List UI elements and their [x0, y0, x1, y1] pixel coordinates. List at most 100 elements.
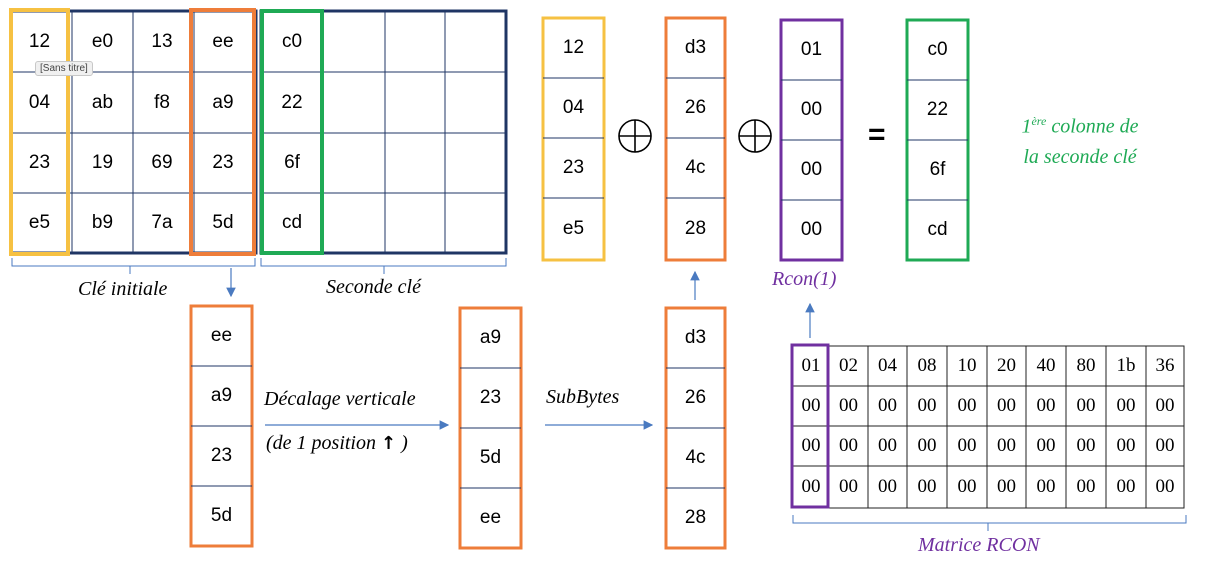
col-shifted-cell: ee — [479, 507, 502, 528]
xor-operator-2 — [738, 119, 772, 153]
col-subbytes-result-cell: 26 — [684, 97, 707, 118]
col-first-cell: 23 — [562, 157, 585, 178]
rcon-matrix-cell: 00 — [1036, 435, 1056, 456]
initial-key-cell: b9 — [91, 212, 114, 233]
subbytes-label: SubBytes — [546, 386, 620, 408]
col-shifted-cell: a9 — [479, 327, 502, 348]
initial-key-cell: 69 — [151, 152, 173, 173]
rcon-matrix-cell: 1b — [1116, 355, 1136, 376]
rcon-matrix-cell: 00 — [801, 476, 821, 497]
rcon-matrix-cell: 00 — [1116, 435, 1136, 456]
col-rcon-box — [779, 18, 844, 262]
rcon-matrix-cell: 00 — [957, 476, 977, 497]
rcon-matrix-cell: 02 — [839, 355, 858, 376]
rcon-matrix-cell: 00 — [1155, 395, 1175, 416]
initial-key-last-col-highlight — [189, 8, 256, 256]
rcon-matrix-cell: 00 — [839, 476, 858, 497]
shift-label-prefix: (de 1 position — [266, 432, 376, 454]
col-shifted-cell: 23 — [479, 387, 502, 408]
rcon-matrix-cell: 20 — [997, 355, 1016, 376]
second-key-brace — [260, 258, 507, 274]
col-subbytes-cell: d3 — [684, 327, 707, 348]
result-caption-line1: 1ère colonne de — [990, 106, 1170, 142]
col-first-cell: e5 — [562, 218, 585, 239]
col-subbytes-cell: 28 — [684, 507, 707, 528]
rcon-matrix-cell: 00 — [839, 435, 858, 456]
initial-key-cell: 5d — [212, 212, 234, 233]
col-result-cell: cd — [927, 219, 948, 240]
col-subbytes-cell: 4c — [685, 447, 706, 468]
col-shifted-cell: 5d — [479, 447, 502, 468]
col-last-cell: 23 — [210, 445, 233, 466]
col-rcon-cell: 01 — [800, 39, 823, 60]
col-first-cell: 04 — [562, 97, 585, 118]
rcon-matrix-cell: 04 — [878, 355, 897, 376]
col-rcon-cell: 00 — [800, 159, 823, 180]
rcon-matrix-cell: 00 — [917, 435, 937, 456]
rcon-matrix-cell: 00 — [957, 395, 977, 416]
second-key-cell: 6f — [284, 152, 300, 173]
rcon-matrix-cell: 00 — [1036, 395, 1056, 416]
rcon-matrix-cell: 00 — [839, 395, 858, 416]
col-rcon-cell: 00 — [800, 99, 823, 120]
rcon-matrix-cell: 00 — [1076, 435, 1096, 456]
rcon-matrix-cell: 00 — [997, 435, 1016, 456]
rcon-matrix-cell: 00 — [917, 476, 937, 497]
col-result-cell: 22 — [926, 99, 949, 120]
col-last-cell: 5d — [210, 505, 233, 526]
initial-key-cell: 7a — [151, 212, 173, 233]
result-caption: 1ère colonne de la seconde clé — [990, 106, 1170, 172]
rcon-matrix-cell: 40 — [1036, 355, 1056, 376]
rcon-matrix-first-col-highlight — [790, 343, 830, 509]
initial-key-cell: 13 — [151, 30, 173, 52]
rcon-matrix-cell: 00 — [878, 395, 897, 416]
rcon-matrix-cell: 36 — [1155, 355, 1175, 376]
second-key-cell: c0 — [281, 31, 303, 52]
col-subbytes-result-box — [664, 16, 727, 262]
col-last-cell: a9 — [210, 385, 233, 406]
col-result-cell: 6f — [929, 159, 946, 180]
col-shifted-box — [458, 306, 523, 550]
second-key-cell: cd — [281, 212, 303, 233]
rcon-matrix-cell: 00 — [1155, 476, 1175, 497]
rcon-matrix-cell: 00 — [1076, 395, 1096, 416]
rcon-matrix-brace — [792, 515, 1187, 531]
initial-key-cell: f8 — [154, 91, 170, 113]
rcon-matrix-cell: 01 — [801, 355, 821, 376]
initial-key-cell: ee — [212, 30, 234, 52]
col-last-cell: ee — [210, 325, 233, 346]
initial-key-first-col-highlight — [9, 8, 70, 256]
initial-key-cell: e5 — [28, 212, 51, 233]
col-result-cell: c0 — [927, 39, 948, 60]
col-subbytes-cell: 26 — [684, 387, 707, 408]
rcon-matrix-cell: 80 — [1076, 355, 1096, 376]
second-key-cell: 22 — [281, 91, 303, 113]
col-subbytes-result-cell: d3 — [684, 37, 707, 58]
result-caption-line2: la seconde clé — [1023, 145, 1137, 168]
rcon-matrix-cell: 00 — [1036, 476, 1056, 497]
col-subbytes-result-cell: 4c — [685, 157, 706, 178]
rcon-matrix-cell: 00 — [997, 395, 1016, 416]
up-arrow-icon: ↑ — [381, 433, 397, 454]
initial-key-cell: ab — [91, 91, 114, 113]
initial-key-cell: 23 — [28, 152, 51, 173]
rcon-matrix-cell: 08 — [917, 355, 937, 376]
rcon-matrix-cell: 00 — [997, 476, 1016, 497]
initial-key-cell: 23 — [212, 152, 234, 173]
rcon-label: Rcon(1) — [772, 268, 837, 290]
rcon-matrix-cell: 00 — [1155, 435, 1175, 456]
result-caption-sup: ère — [1031, 114, 1047, 128]
rcon-matrix-label: Matrice RCON — [918, 534, 1040, 556]
shift-label-line1: Décalage verticale — [264, 388, 416, 410]
tooltip: [Sans titre] — [35, 61, 93, 76]
initial-key-cell: 04 — [28, 91, 51, 113]
col-last-box — [189, 304, 254, 548]
col-rcon-cell: 00 — [800, 219, 823, 240]
result-caption-prefix: 1 — [1021, 115, 1032, 138]
rcon-matrix-cell: 00 — [878, 435, 897, 456]
rcon-matrix-cell: 00 — [1116, 395, 1136, 416]
rcon-matrix-cell: 00 — [801, 435, 821, 456]
initial-key-cell: 12 — [28, 30, 51, 52]
initial-key-cell: 19 — [91, 152, 114, 173]
